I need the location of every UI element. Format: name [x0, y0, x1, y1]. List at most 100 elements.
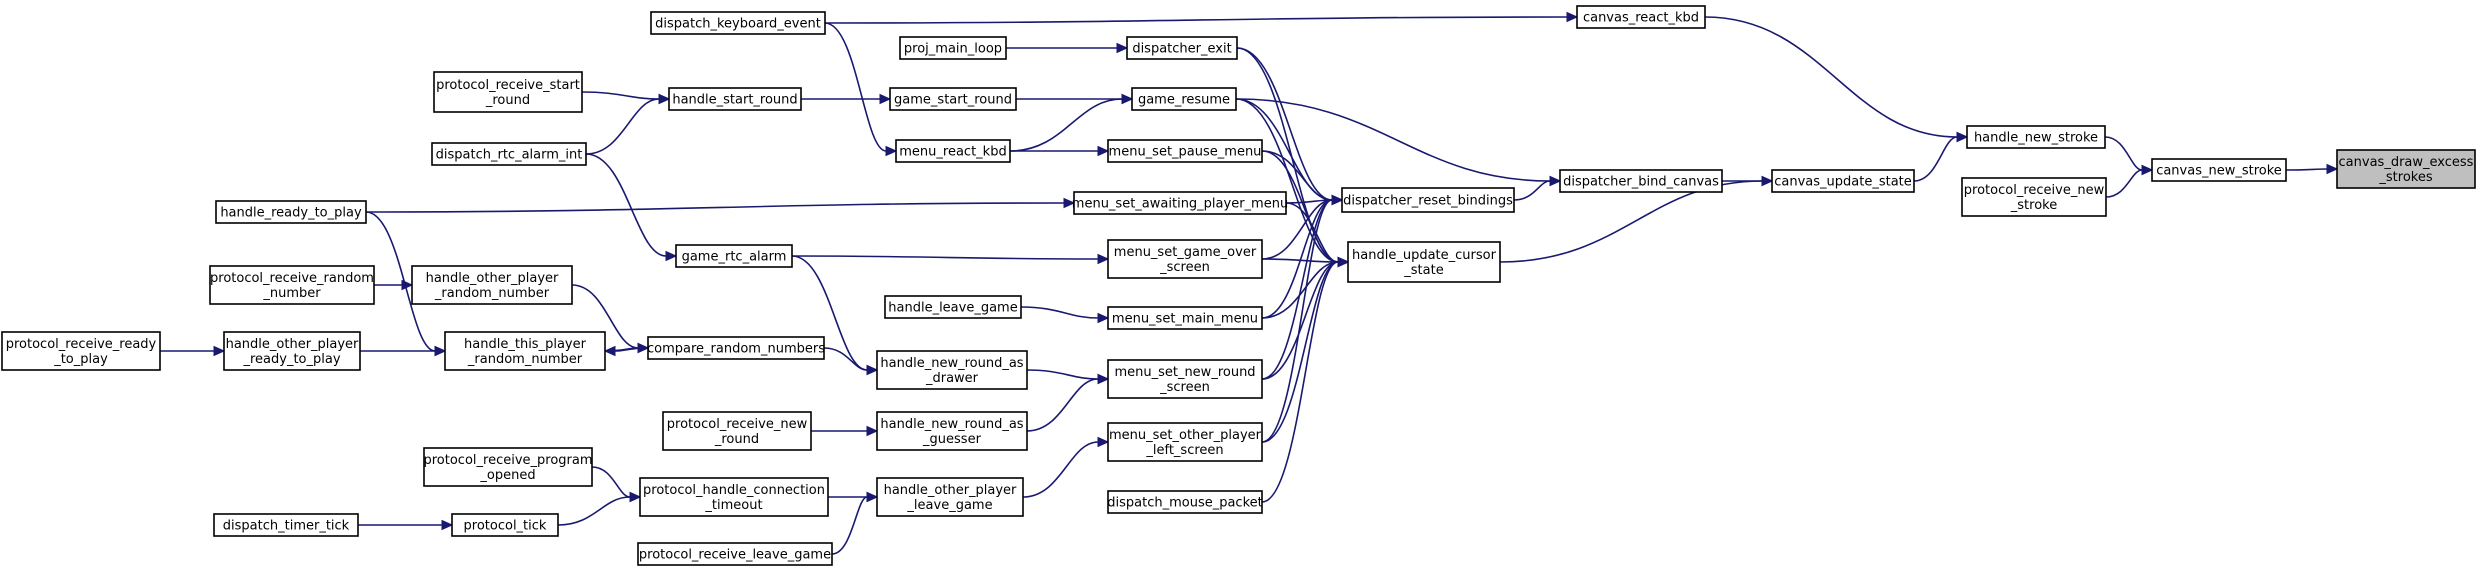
node-box [1107, 490, 1263, 514]
node-box [223, 331, 361, 371]
node-protocol-receive-random-number[interactable]: protocol_receive_random_number [209, 265, 375, 305]
node-handle-new-round-as-guesser[interactable]: handle_new_round_as_guesser [876, 411, 1028, 451]
node-label: menu_set_main_menu [1112, 312, 1258, 327]
node-dispatch-timer-tick[interactable]: dispatch_timer_tick [213, 513, 359, 537]
node-menu-set-new-round-screen[interactable]: menu_set_new_round_screen [1107, 359, 1263, 399]
edge-line [591, 466, 631, 498]
node-canvas-draw-excess-strokes[interactable]: canvas_draw_excess_strokes [2336, 149, 2476, 189]
edge-line [557, 496, 631, 526]
node-handle-other-player-random-number[interactable]: handle_other_player_random_number [411, 265, 573, 305]
edge-arrowhead [1097, 373, 1110, 385]
node-compare-random-numbers[interactable]: compare_random_numbers [647, 336, 825, 360]
node-protocol-receive-ready-to-play[interactable]: protocol_receive_ready_to_play [1, 331, 161, 371]
node-menu-set-pause-menu[interactable]: menu_set_pause_menu [1107, 139, 1263, 163]
node-box [2151, 158, 2287, 182]
node-dispatch-keyboard-event[interactable]: dispatch_keyboard_event [650, 11, 826, 35]
node-protocol-receive-start-round[interactable]: protocol_receive_start_round [433, 71, 583, 113]
node-label: menu_react_kbd [899, 145, 1006, 160]
edge-arrowhead [2141, 164, 2154, 176]
edge-line [831, 496, 868, 555]
node-menu-react-kbd[interactable]: menu_react_kbd [895, 139, 1011, 163]
node-dispatcher-bind-canvas[interactable]: dispatcher_bind_canvas [1559, 169, 1723, 193]
node-game-resume[interactable]: game_resume [1131, 87, 1237, 111]
node-box [639, 477, 829, 517]
edge-canvas_update_state-to-handle_new_stroke [1913, 131, 1969, 182]
node-game-start-round[interactable]: game_start_round [889, 87, 1017, 111]
edge-arrowhead [1956, 131, 1969, 143]
node-box [899, 36, 1007, 60]
node-handle-ready-to-play[interactable]: handle_ready_to_play [215, 200, 367, 224]
node-label: protocol_tick [464, 519, 547, 534]
node-box [433, 71, 583, 113]
edge-line [1913, 136, 1958, 182]
node-dispatch-mouse-packet[interactable]: dispatch_mouse_packet [1107, 490, 1263, 514]
node-label: _state [1403, 263, 1443, 278]
node-protocol-handle-connection-timeout[interactable]: protocol_handle_connection_timeout [639, 477, 829, 517]
node-label: _leave_game [906, 498, 992, 513]
node-handle-leave-game[interactable]: handle_leave_game [884, 295, 1022, 319]
node-handle-update-cursor-state[interactable]: handle_update_cursor_state [1347, 241, 1501, 283]
edge-arrowhead [1116, 42, 1129, 54]
node-label: _random_number [434, 286, 550, 301]
node-dispatcher-reset-bindings[interactable]: dispatcher_reset_bindings [1341, 187, 1515, 213]
node-box [2336, 149, 2476, 189]
node-handle-other-player-ready-to-play[interactable]: handle_other_player_ready_to_play [223, 331, 361, 371]
edge-arrowhead [1097, 312, 1110, 324]
edge-arrowhead [213, 345, 226, 357]
node-box [876, 477, 1024, 517]
node-protocol-tick[interactable]: protocol_tick [451, 513, 559, 537]
node-dispatch-rtc-alarm-int[interactable]: dispatch_rtc_alarm_int [431, 142, 587, 166]
edge-dispatcher_exit-to-dispatcher_reset_bindings [1236, 47, 1344, 206]
node-label: proj_main_loop [904, 42, 1002, 57]
edge-line [1285, 202, 1339, 263]
node-menu-set-awaiting-player-menu[interactable]: menu_set_awaiting_player_menu [1072, 191, 1288, 215]
node-label: handle_this_player [464, 337, 587, 352]
node-box [1966, 125, 2106, 149]
node-dispatcher-exit[interactable]: dispatcher_exit [1126, 36, 1238, 60]
node-protocol-receive-program-opened[interactable]: protocol_receive_program_opened [423, 447, 593, 487]
node-handle-this-player-random-number[interactable]: handle_this_player_random_number [444, 331, 606, 371]
edge-line [1235, 98, 1551, 182]
node-box [423, 447, 593, 487]
edge-line [365, 211, 436, 352]
node-menu-set-game-over-screen[interactable]: menu_set_game_over_screen [1107, 239, 1263, 279]
edge-arrowhead [658, 93, 671, 105]
node-box [884, 295, 1022, 319]
node-label: protocol_receive_start [436, 78, 580, 93]
node-canvas-new-stroke[interactable]: canvas_new_stroke [2151, 158, 2287, 182]
node-label: menu_set_other_player [1109, 428, 1262, 443]
node-menu-set-other-player-left-screen[interactable]: menu_set_other_player_left_screen [1107, 422, 1263, 462]
node-label: _round [485, 93, 530, 108]
node-protocol-receive-new-round[interactable]: protocol_receive_new_round [662, 411, 812, 451]
node-handle-new-round-as-drawer[interactable]: handle_new_round_as_drawer [876, 350, 1028, 390]
node-proj-main-loop[interactable]: proj_main_loop [899, 36, 1007, 60]
node-label: handle_start_round [672, 93, 797, 108]
edge-line [365, 202, 1065, 213]
node-canvas-update-state[interactable]: canvas_update_state [1771, 169, 1915, 193]
node-game-rtc-alarm[interactable]: game_rtc_alarm [675, 244, 793, 268]
node-box [895, 139, 1011, 163]
node-label: protocol_handle_connection [643, 483, 825, 498]
edge-line [1513, 180, 1551, 201]
edge-dispatch_mouse_packet-to-handle_update_cursor_state [1261, 256, 1350, 503]
node-box [876, 411, 1028, 451]
node-handle-start-round[interactable]: handle_start_round [668, 87, 802, 111]
node-label: protocol_receive_new [1964, 183, 2105, 198]
node-handle-other-player-leave-game[interactable]: handle_other_player_leave_game [876, 477, 1024, 517]
node-label: _random_number [467, 352, 583, 367]
node-label: handle_other_player [226, 337, 359, 352]
node-canvas-react-kbd[interactable]: canvas_react_kbd [1576, 5, 1706, 29]
node-label: _stroke [2010, 198, 2057, 213]
edge-protocol_receive_start_round-to-handle_start_round [581, 91, 671, 105]
edge-dispatch_timer_tick-to-protocol_tick [358, 519, 454, 531]
node-box [451, 513, 559, 537]
node-box [1073, 191, 1287, 215]
node-handle-new-stroke[interactable]: handle_new_stroke [1966, 125, 2106, 149]
node-menu-set-main-menu[interactable]: menu_set_main_menu [1107, 306, 1263, 330]
edge-canvas_react_kbd-to-handle_new_stroke [1704, 16, 1969, 143]
edge-arrowhead [1063, 197, 1076, 209]
node-box [1347, 241, 1501, 283]
node-protocol-receive-leave-game[interactable]: protocol_receive_leave_game [637, 542, 833, 566]
node-label: handle_leave_game [888, 301, 1017, 316]
node-protocol-receive-new-stroke[interactable]: protocol_receive_new_stroke [1961, 177, 2107, 217]
